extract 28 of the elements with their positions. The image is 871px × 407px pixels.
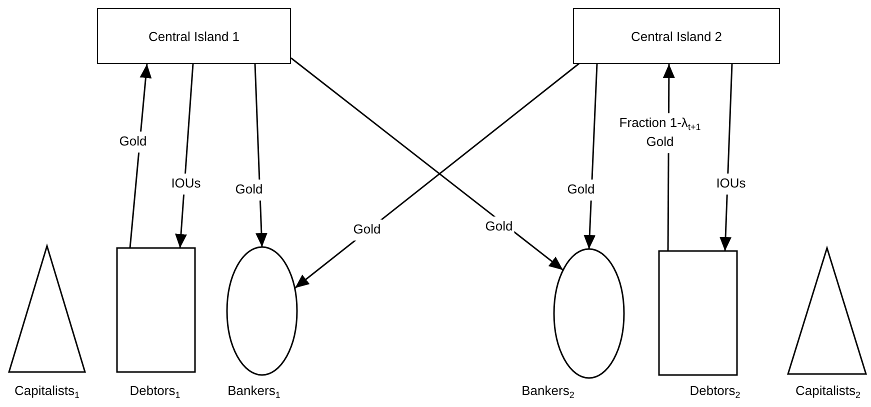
- arrow: [175, 64, 194, 248]
- node-label: Capitalists$_{2}$: [794, 384, 862, 398]
- triangle-shape: [786, 245, 868, 375]
- arrow: [129, 64, 152, 248]
- edge-label: Gold: [233, 180, 265, 200]
- box-shape: [116, 247, 196, 373]
- box-shape: [658, 250, 738, 376]
- edge-label: Gold: [565, 180, 597, 200]
- arrow: [290, 57, 564, 271]
- process-box: [97, 8, 291, 64]
- node-label: Capitalists$_{1}$: [14, 384, 80, 398]
- arrow: [254, 64, 268, 248]
- node-label: Central Island 2: [630, 28, 722, 44]
- edge-label: Gold: [117, 132, 149, 152]
- arrow: [720, 64, 733, 252]
- node-label: Bankers$_{1}$: [226, 384, 282, 398]
- edge-label: Gold: [351, 220, 383, 240]
- edge-label: IOUs: [714, 174, 748, 194]
- edge-label: IOUs: [169, 174, 203, 194]
- ellipse-shape: [226, 246, 298, 376]
- node-label: Debtors$_{2}$: [688, 384, 742, 398]
- process-box: [573, 8, 780, 64]
- triangle-shape: [8, 243, 86, 373]
- node-label: Debtors$_{1}$: [128, 384, 182, 398]
- arrow: [584, 64, 598, 250]
- node-label: Bankers$_{2}$: [520, 384, 576, 398]
- ellipse-shape: [553, 248, 625, 379]
- node-label: Central Island 1: [148, 28, 240, 44]
